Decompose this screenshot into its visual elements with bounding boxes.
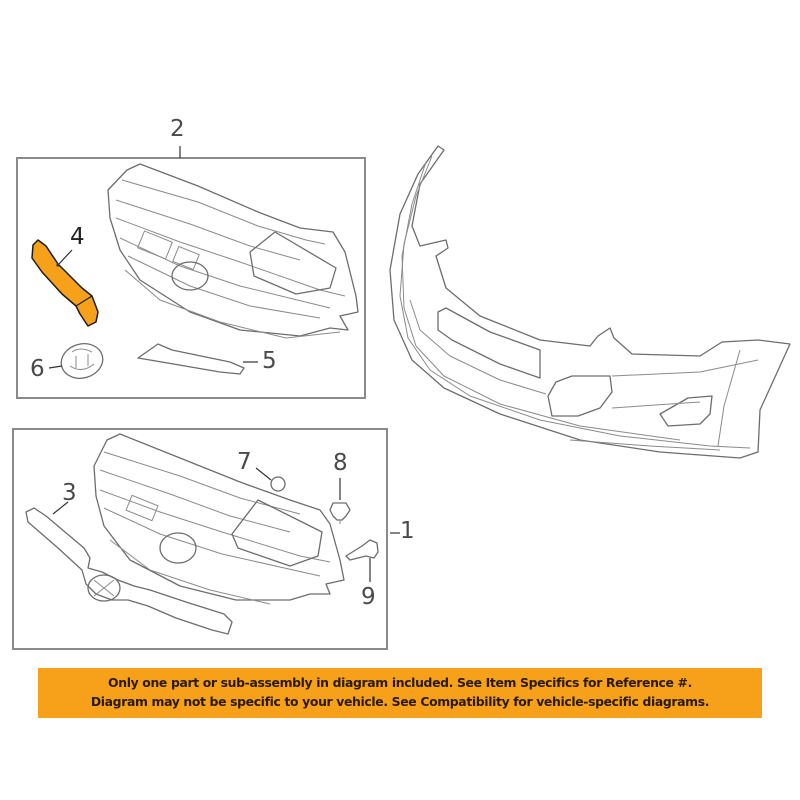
leader-4: [57, 249, 73, 266]
part-5-drawing: [137, 343, 245, 375]
part-6-drawing: [60, 343, 104, 379]
assembly-box-1: [12, 428, 388, 650]
callout-9: 9: [361, 584, 376, 610]
bumper-cover-drawing: [389, 145, 791, 459]
part-9-drawing: [345, 539, 379, 561]
part-4-highlighted: [31, 239, 99, 327]
part-8-drawing: [329, 502, 351, 524]
callout-4: 4: [70, 224, 85, 250]
callout-5: 5: [262, 348, 277, 374]
leader-6: [48, 365, 63, 369]
part-3-drawing: [25, 507, 233, 635]
assembly-box-2: [16, 157, 366, 399]
disclaimer-line-2: Diagram may not be specific to your vehi…: [90, 694, 710, 709]
callout-8: 8: [333, 450, 348, 476]
callout-6: 6: [30, 356, 45, 382]
grille-lower-drawing: [93, 433, 345, 605]
leader-3: [52, 501, 69, 515]
part-7-drawing: [270, 476, 286, 492]
disclaimer-banner: Only one part or sub-assembly in diagram…: [38, 668, 762, 718]
grille-upper-drawing: [107, 163, 359, 339]
callout-1: 1: [400, 518, 415, 544]
callout-3: 3: [62, 480, 77, 506]
leader-7: [255, 467, 272, 481]
callout-7: 7: [237, 449, 252, 475]
callout-2: 2: [170, 116, 185, 142]
disclaimer-line-1: Only one part or sub-assembly in diagram…: [108, 675, 692, 690]
